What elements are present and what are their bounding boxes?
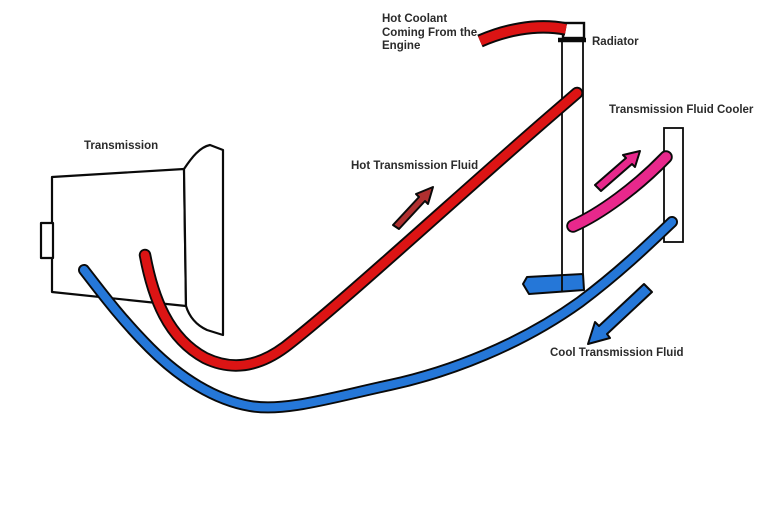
hot-coolant-pipe-fill [478, 22, 567, 46]
transmission-main-body [50, 167, 188, 308]
radiator-shape [522, 21, 586, 295]
warm-fluid-direction-arrow [594, 150, 641, 192]
transmission-label: Transmission [84, 140, 159, 152]
hot-coolant-label: Hot Coolant Coming From the Engine [382, 13, 477, 54]
hot-transmission-fluid-pipe-fill [140, 88, 582, 370]
cool-transmission-fluid-label: Cool Transmission Fluid [550, 347, 684, 359]
hot-transmission-fluid-label: Hot Transmission Fluid [351, 160, 479, 172]
hot-fluid-direction-arrow [392, 186, 434, 230]
radiator-bottom-tank [522, 273, 585, 295]
cool-fluid-direction-arrow [587, 283, 653, 345]
cool-transmission-fluid-pipe [78, 216, 678, 414]
warm-transmission-fluid-pipe-fill [568, 152, 671, 231]
transmission-bell-housing [182, 143, 225, 337]
hot-coolant-label-line1: Hot Coolant [382, 13, 448, 25]
hot-coolant-label-line2: Coming From the [382, 26, 478, 39]
hot-coolant-pipe [477, 20, 568, 48]
warm-transmission-fluid-pipe [566, 150, 673, 233]
hot-transmission-fluid-pipe [138, 86, 584, 372]
radiator-label: Radiator [592, 36, 639, 48]
transmission-shape [39, 143, 225, 337]
transmission-output-shaft [39, 221, 55, 260]
hot-coolant-label-line3: Engine [382, 40, 421, 52]
transmission-fluid-cooler-label: Transmission Fluid Cooler [609, 104, 754, 116]
cool-transmission-fluid-pipe-fill [79, 217, 677, 412]
